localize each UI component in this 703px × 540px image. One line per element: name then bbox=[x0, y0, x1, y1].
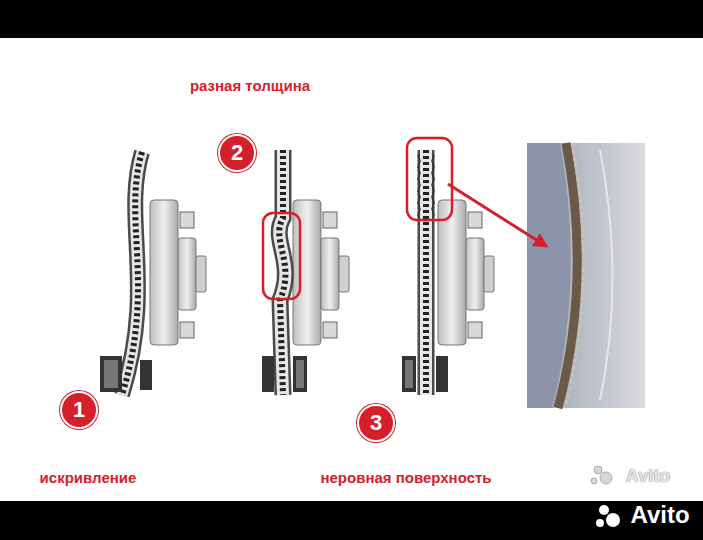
top-bar bbox=[0, 0, 703, 38]
pointer-arrow bbox=[448, 184, 546, 246]
caption-label: искривление bbox=[40, 469, 137, 487]
watermark: Avito bbox=[626, 466, 670, 488]
heading-label: разная толщина bbox=[190, 77, 310, 95]
callout-number: 3 bbox=[357, 404, 395, 442]
uneven-thickness-disc bbox=[262, 150, 349, 395]
watermark-logo bbox=[591, 466, 620, 527]
caption-label: неровная поверхность bbox=[320, 469, 491, 487]
warped-disc bbox=[100, 152, 206, 395]
rough-surface-disc bbox=[402, 138, 494, 395]
watermark: Avito bbox=[630, 501, 689, 530]
callout-number: 2 bbox=[218, 134, 256, 172]
callout-digit: 1 bbox=[73, 399, 85, 421]
callout-digit: 3 bbox=[370, 412, 382, 434]
bottom-bar bbox=[0, 501, 703, 540]
disc-photo bbox=[527, 143, 645, 408]
callout-digit: 2 bbox=[231, 142, 243, 164]
callout-number: 1 bbox=[60, 391, 98, 429]
